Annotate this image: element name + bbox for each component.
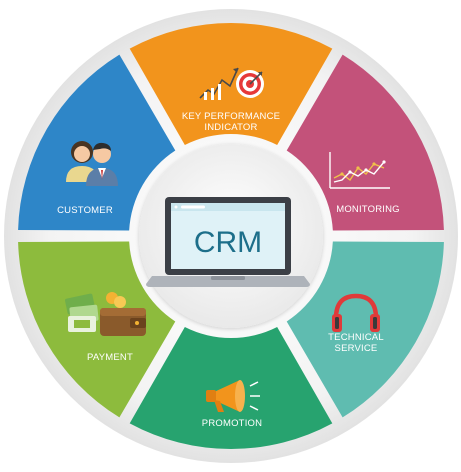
segment-customer-shape	[18, 54, 176, 231]
target-chart-icon	[199, 67, 264, 100]
headphones-icon	[332, 293, 380, 332]
segment-customer-label: CUSTOMER	[57, 205, 113, 216]
segment-promotion: PROMOTION	[129, 326, 333, 449]
segment-technical-service-shape	[286, 241, 444, 418]
segment-monitoring: MONITORING	[286, 54, 444, 231]
crm-label: CRM	[194, 226, 262, 259]
segment-promotion-label: PROMOTION	[202, 418, 262, 429]
line-chart-icon	[329, 152, 390, 189]
megaphone-icon	[206, 380, 260, 412]
segment-payment: PAYMENT	[18, 241, 176, 418]
segment-monitoring-label: MONITORING	[336, 204, 400, 215]
laptop-screen	[171, 203, 285, 269]
segment-customer: CUSTOMER	[18, 54, 176, 231]
wallet-money-icon	[65, 292, 146, 336]
people-icon	[66, 141, 118, 186]
segment-payment-label: PAYMENT	[87, 352, 133, 363]
segment-monitoring-shape	[286, 54, 444, 231]
segment-payment-shape	[18, 241, 176, 418]
laptop-icon: CRM	[146, 197, 310, 287]
